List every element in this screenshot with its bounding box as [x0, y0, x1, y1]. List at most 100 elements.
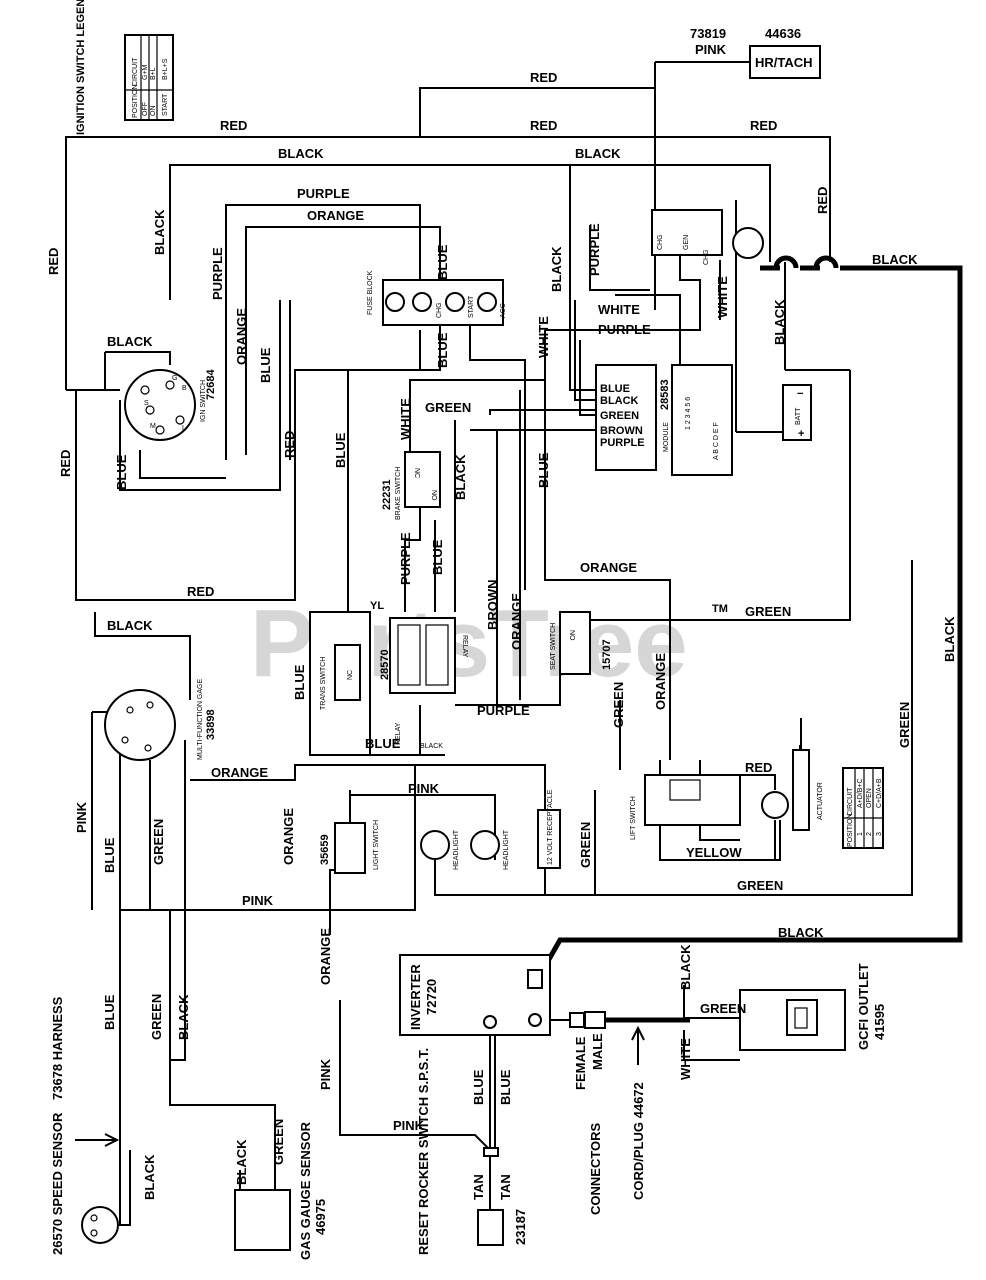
module: BLUE BLACK GREEN BROWN PURPLE MODULE 285… — [595, 364, 733, 476]
trans-nc: NC — [347, 670, 354, 680]
female-label: FEMALE — [573, 1036, 588, 1090]
harness-label: 73678 HARNESS — [50, 996, 65, 1100]
ign-switch-label: IGN SWITCH — [200, 380, 207, 422]
wire-label-pink: PINK — [242, 893, 274, 908]
wire-label-orange: ORANGE — [211, 765, 268, 780]
wire-label-black: BLACK — [107, 334, 153, 349]
ign-b: B — [182, 385, 187, 392]
legend-cell: B+L — [150, 67, 157, 80]
ign-switch-number: 72684 — [205, 369, 217, 400]
lift-legend-position: POSITION — [847, 814, 854, 847]
ign-m: M — [150, 423, 156, 430]
wire-label-red: RED — [220, 118, 247, 133]
light-switch-label: LIGHT SWITCH — [373, 820, 380, 870]
inverter: INVERTER 72720 — [399, 954, 551, 1036]
seat-switch-label: SEAT SWITCH — [550, 623, 557, 670]
ignition-switch: B G S M L 72684 IGN SWITCH — [124, 369, 217, 441]
wire-label-white: WHITE — [536, 316, 551, 358]
legend-cell: G+M — [142, 64, 149, 80]
wire-label-tan: TAN — [471, 1174, 486, 1200]
relay-label: RELAY — [395, 722, 402, 745]
wire-label-red: RED — [46, 248, 61, 275]
gas-gauge-sensor: GAS GAUGE SENSOR 46975 — [234, 1121, 328, 1260]
actuator-label: ACTUATOR — [817, 782, 824, 820]
trans-switch: TRANS SWITCH NC — [309, 611, 371, 756]
lift-legend-cell: A+D/B+C — [857, 778, 864, 808]
brake-switch-label: BRAKE SWITCH — [395, 467, 402, 520]
ign-l: L — [182, 425, 186, 432]
module-brown: BROWN — [600, 425, 643, 437]
wire-label-red: RED — [530, 118, 557, 133]
wire-label-purple: PURPLE — [477, 703, 530, 718]
wire-label-black: BLACK — [107, 618, 153, 633]
relay: 28570 RELAY RELAY YL — [370, 600, 468, 745]
brake-no: NO — [430, 490, 437, 501]
wire-label-black: BLACK — [678, 944, 693, 990]
wire-label-green: GREEN — [271, 1119, 286, 1165]
wire-label-green: GREEN — [425, 400, 471, 415]
battery: BATT − + — [782, 384, 812, 441]
wire-label-black: BLACK — [778, 925, 824, 940]
wire-label-green: GREEN — [737, 878, 783, 893]
headlight-label-1: HEADLIGHT — [453, 829, 460, 870]
lift-legend: POSITION CIRCUIT 1 A+D/B+C 2 OPEN 3 C+D/… — [842, 767, 884, 849]
legend-cell: ON — [150, 106, 157, 117]
wire-label-black: BLACK — [942, 616, 957, 662]
connectors-label: CONNECTORS — [588, 1122, 603, 1215]
connectors: FEMALE MALE CONNECTORS CORD/PLUG 44672 — [569, 1011, 646, 1215]
receptacle-label: 12 VOLT RECEPTACLE — [547, 789, 554, 865]
chg-label: CHG — [657, 234, 664, 250]
legend-circuit-header: CIRCUIT — [132, 57, 139, 86]
wire-label-black: BLACK — [453, 454, 468, 500]
wire-label-green: GREEN — [897, 702, 912, 748]
wire-label-black: BLACK — [575, 146, 621, 161]
module-blue: BLUE — [600, 383, 630, 395]
lift-legend-circuit: CIRCUIT — [847, 787, 854, 816]
module-purple: PURPLE — [600, 437, 645, 449]
wire-label-black: BLACK — [420, 743, 443, 750]
batt-label: BATT — [795, 407, 802, 425]
inverter-label: INVERTER — [408, 964, 423, 1030]
wire-label-blue: BLUE — [435, 332, 450, 368]
wire-label-orange: ORANGE — [281, 808, 296, 865]
wire-label-blue: BLUE — [435, 244, 450, 280]
wire-label-green: GREEN — [700, 1001, 746, 1016]
wire-label-black: BLACK — [234, 1139, 249, 1185]
lift-legend-cell: OPEN — [866, 788, 873, 808]
wire-label-white: WHITE — [678, 1038, 693, 1080]
speed-sensor-label: 26570 SPEED SENSOR — [50, 1112, 65, 1255]
ignition-legend-title: IGNITION SWITCH LEGEND — [75, 0, 87, 135]
wire-label-pink: PINK — [408, 781, 440, 796]
wire-label-black: BLACK — [772, 299, 787, 345]
wire-label-green: GREEN — [151, 819, 166, 865]
hr-tach-label: HR/TACH — [755, 55, 813, 70]
wire-label-orange: ORANGE — [580, 560, 637, 575]
wire-label-blue: BLUE — [114, 454, 129, 490]
module-pins-top: 1 2 3 4 5 6 — [685, 397, 692, 430]
module-number: 28583 — [659, 379, 671, 410]
batt-minus: − — [797, 388, 803, 400]
wire-label-purple: PURPLE — [587, 223, 602, 276]
seat-switch-number: 15707 — [601, 639, 613, 670]
male-label: MALE — [590, 1033, 605, 1070]
relay-label-2: RELAY — [461, 635, 468, 658]
hr-tach: HR/TACH 44636 73819 PINK — [690, 26, 821, 79]
wire-label-purple: PURPLE — [398, 532, 413, 585]
wire-label-blue: BLUE — [102, 994, 117, 1030]
wire-label-red: RED — [745, 760, 772, 775]
wire-label-purple: PURPLE — [598, 322, 651, 337]
ignition-legend: POSITION CIRCUIT OFF G+M ON B+L START B+… — [124, 34, 174, 121]
wire-label-pink: PINK — [74, 801, 89, 833]
legend-position-header: POSITION — [132, 85, 139, 118]
relay-number: 28570 — [379, 649, 391, 680]
wire-label-orange: ORANGE — [307, 208, 364, 223]
hr-tach-number: 44636 — [765, 26, 801, 41]
yl-label: YL — [370, 600, 384, 612]
wire-label-blue: BLUE — [498, 1069, 513, 1105]
wire-label-orange: ORANGE — [318, 928, 333, 985]
gcfi-number: 41595 — [872, 1004, 887, 1040]
wire-label-pink: PINK — [393, 1118, 425, 1133]
gen-label: GEN — [683, 235, 690, 250]
speed-sensor: 26570 SPEED SENSOR 73678 HARNESS — [50, 996, 120, 1255]
